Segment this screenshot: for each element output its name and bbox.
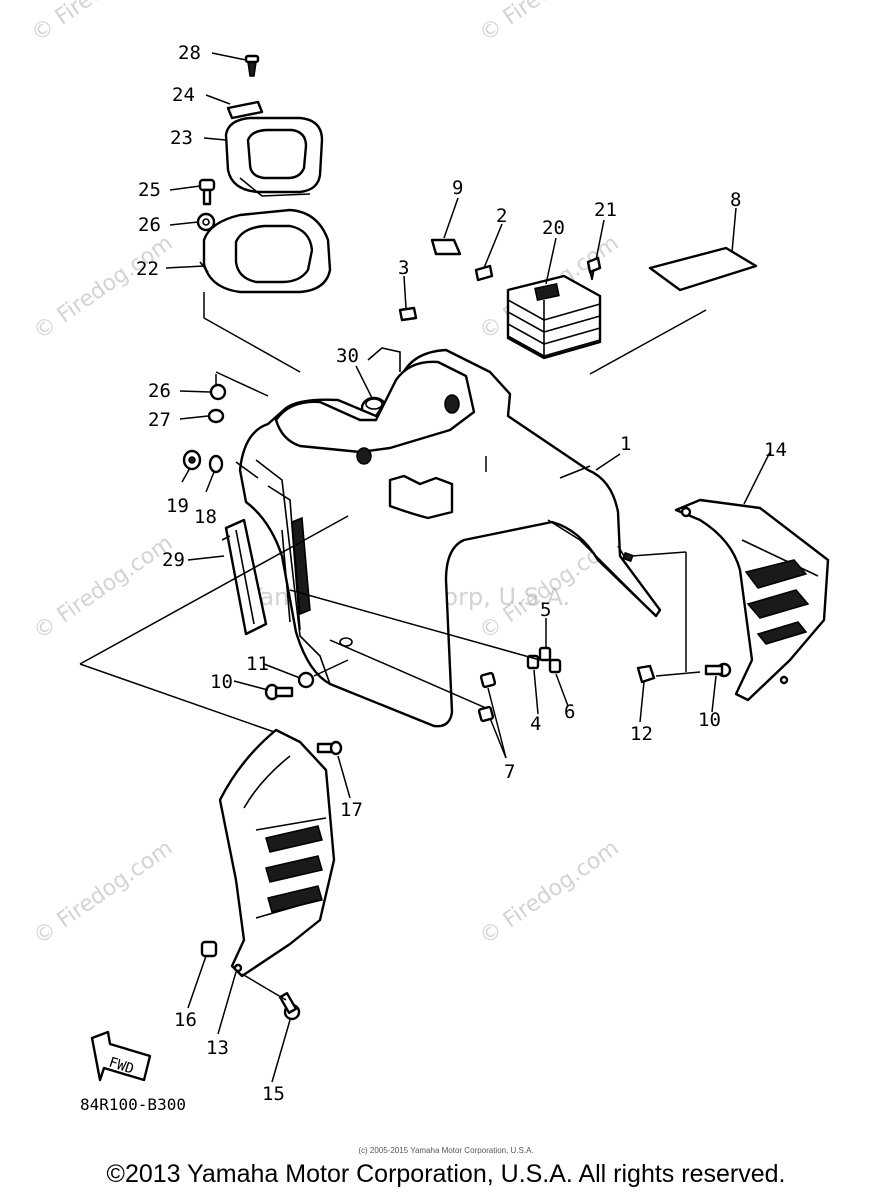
callout-3: 3 xyxy=(398,257,409,279)
part-8-decal xyxy=(648,246,758,292)
part-29-side-bracket xyxy=(221,518,268,636)
part-23-meter-cover xyxy=(224,116,324,197)
guide-line-14b xyxy=(631,551,687,557)
part-3-clip xyxy=(398,306,418,322)
callout-23: 23 xyxy=(170,127,193,149)
callout-29: 29 xyxy=(162,549,185,571)
callout-14: 14 xyxy=(764,439,787,461)
fwd-arrow-icon: FWD xyxy=(90,1030,152,1082)
part-28-screw xyxy=(244,54,260,77)
guide-line-26b xyxy=(215,371,269,397)
callout-15: 15 xyxy=(262,1083,285,1105)
watermark-top-left: © Firedog.com xyxy=(27,0,175,47)
part-10-bolt-left xyxy=(264,683,294,701)
part-16-grommet xyxy=(200,940,218,958)
callout-7: 7 xyxy=(504,761,515,783)
part-9-clip xyxy=(430,238,462,256)
callout-21: 21 xyxy=(594,199,617,221)
watermark-mid-left: © Firedog.com xyxy=(29,231,177,345)
part-26-nut-left xyxy=(209,383,227,401)
watermark-top-right: © Firedog.com xyxy=(475,0,623,47)
part-7-clips xyxy=(477,671,497,723)
watermark-left-2: © Firedog.com xyxy=(29,531,177,645)
diagram-code: 84R100-B300 xyxy=(80,1095,186,1114)
part-13-left-side-cover xyxy=(218,728,336,978)
callout-10-right: 10 xyxy=(698,709,721,731)
callout-1: 1 xyxy=(620,433,631,455)
part-1-front-fender xyxy=(235,347,662,728)
watermark-bottom-right: © Firedog.com xyxy=(475,836,623,950)
callout-22: 22 xyxy=(136,258,159,280)
callout-4: 4 xyxy=(530,713,541,735)
callout-20: 20 xyxy=(542,217,565,239)
part-27-washer xyxy=(207,408,225,424)
part-22-meter-housing xyxy=(199,208,332,294)
callout-30: 30 xyxy=(336,345,359,367)
fwd-label: FWD xyxy=(107,1055,136,1078)
callout-18: 18 xyxy=(194,506,217,528)
leader-lines xyxy=(165,52,771,1083)
callout-19: 19 xyxy=(166,495,189,517)
part-11-washer xyxy=(297,671,315,689)
callout-6: 6 xyxy=(564,701,575,723)
part-18-grommet xyxy=(208,454,224,474)
guide-line-11 xyxy=(313,659,349,677)
callout-8: 8 xyxy=(730,189,741,211)
guide-line-left-2 xyxy=(79,663,281,735)
guide-line-12 xyxy=(655,671,701,677)
callout-5: 5 xyxy=(540,599,551,621)
part-21-screw xyxy=(586,256,602,281)
guide-line-15 xyxy=(241,973,287,1001)
callout-12: 12 xyxy=(630,723,653,745)
part-14-right-side-cover xyxy=(674,498,830,702)
guide-line-8 xyxy=(589,309,707,375)
guide-line-center-2 xyxy=(329,639,487,709)
guide-line-1b xyxy=(559,465,591,479)
callout-24: 24 xyxy=(172,84,195,106)
part-6-grommet xyxy=(548,658,562,674)
part-25-bolt xyxy=(198,178,216,206)
part-5-clip xyxy=(538,646,552,662)
guide-line-center-1 xyxy=(289,589,541,661)
callout-9: 9 xyxy=(452,177,463,199)
part-10-bolt-right xyxy=(704,662,732,678)
copyright-notice: ©2013 Yamaha Motor Corporation, U.S.A. A… xyxy=(106,1160,786,1188)
callout-26-top: 26 xyxy=(138,214,161,236)
callout-10-left: 10 xyxy=(210,671,233,693)
part-17-screw xyxy=(316,740,343,756)
fine-print: (c) 2005-2015 Yamaha Motor Corporation, … xyxy=(358,1146,534,1155)
part-2-clip xyxy=(474,264,494,282)
callout-13: 13 xyxy=(206,1037,229,1059)
part-19-grommet xyxy=(182,449,202,471)
callout-26-left: 26 xyxy=(148,380,171,402)
callout-labels: 28 24 23 25 26 22 26 27 19 18 29 30 9 2 … xyxy=(80,42,787,1114)
part-20-battery-box xyxy=(506,274,602,360)
guide-line-22b xyxy=(203,317,301,373)
callout-11: 11 xyxy=(246,653,269,675)
callout-2: 2 xyxy=(496,205,507,227)
watermark-bottom-left: © Firedog.com xyxy=(29,836,177,950)
callout-16: 16 xyxy=(174,1009,197,1031)
callout-25: 25 xyxy=(138,179,161,201)
guide-line-left-1 xyxy=(79,515,349,665)
callout-28: 28 xyxy=(178,42,201,64)
part-12-nut xyxy=(636,664,656,684)
part-24-plate xyxy=(226,100,264,120)
callout-27: 27 xyxy=(148,409,171,431)
callout-17: 17 xyxy=(340,799,363,821)
part-15-bolt xyxy=(278,992,301,1021)
